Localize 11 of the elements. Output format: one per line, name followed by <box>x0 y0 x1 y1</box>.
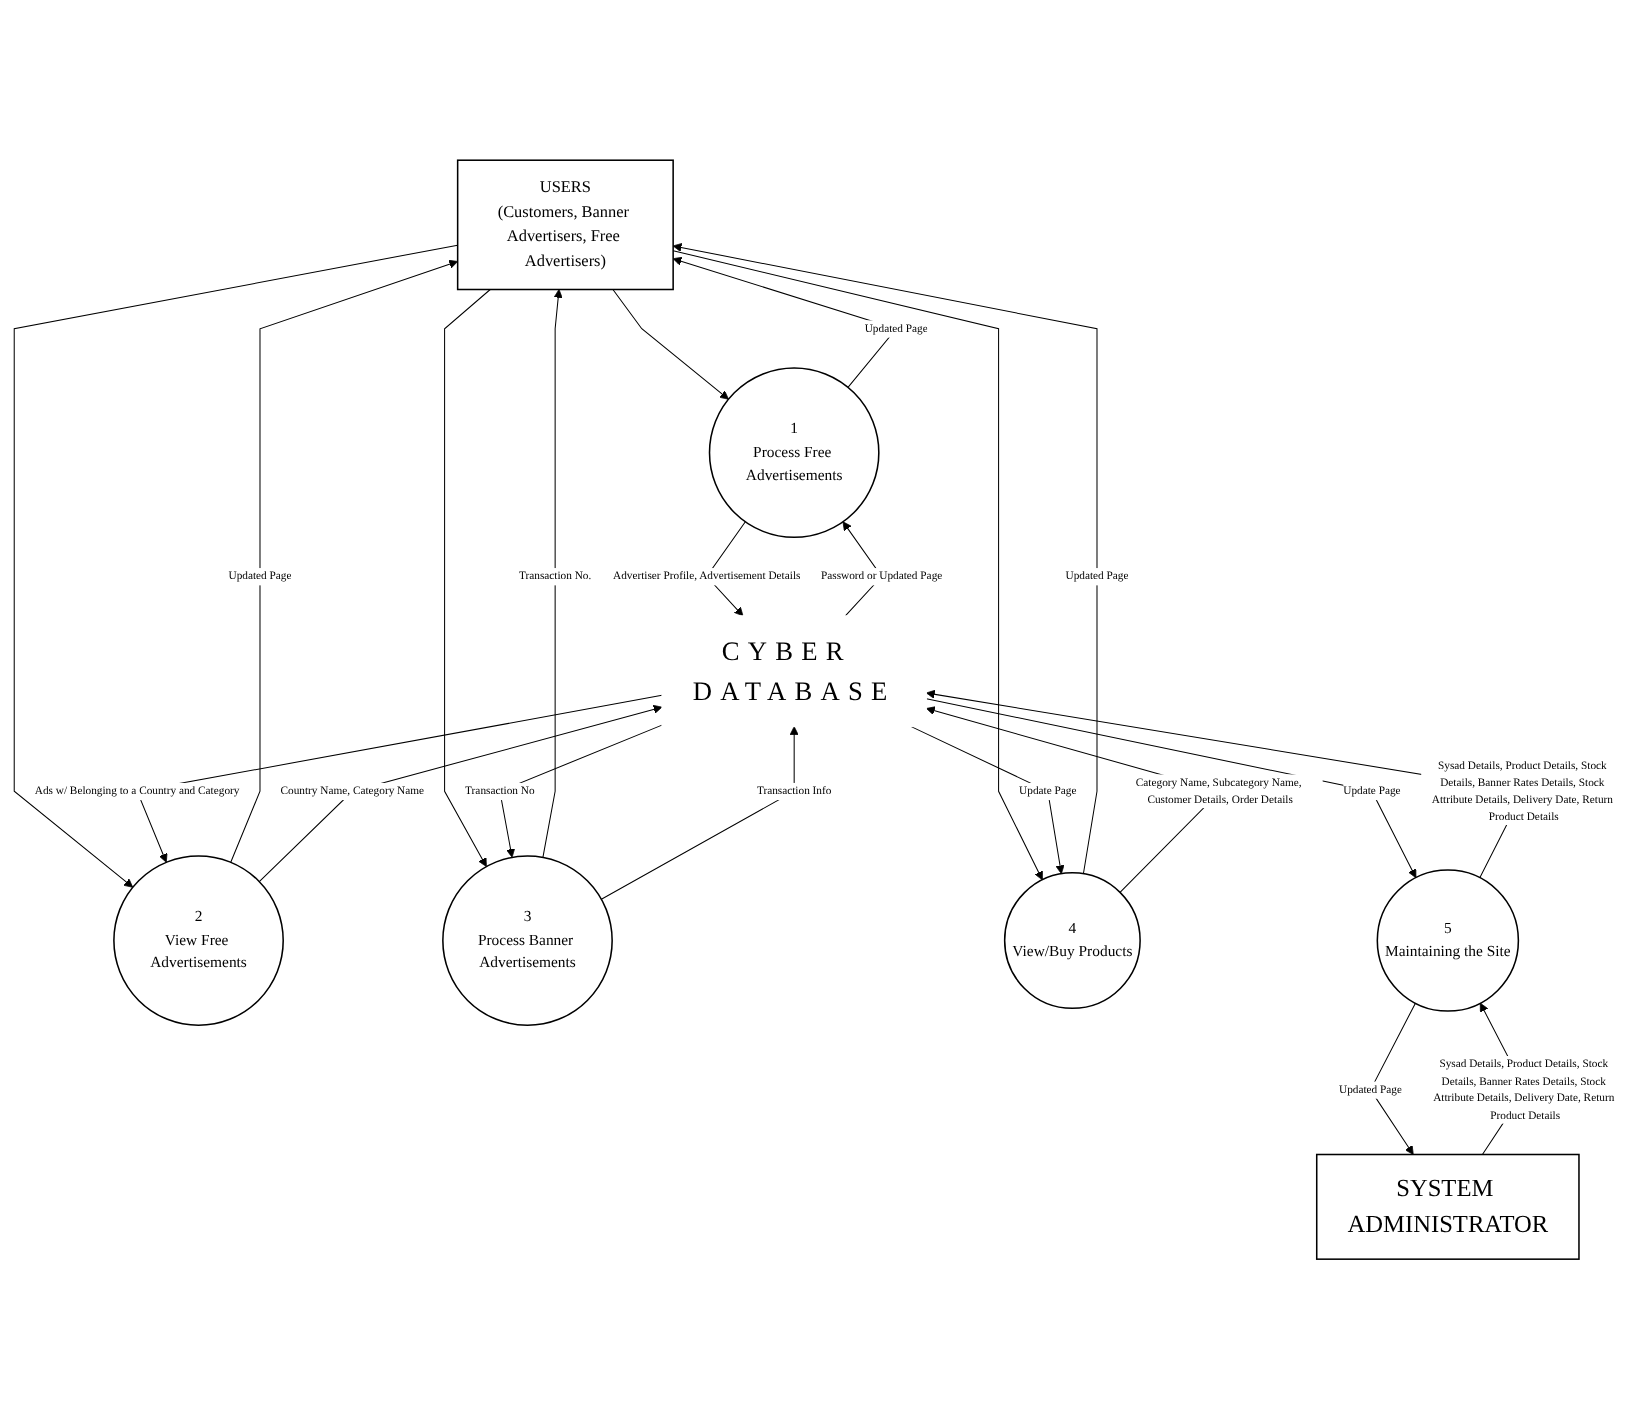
arrow <box>1369 1002 1416 1155</box>
arrow <box>612 288 729 399</box>
arrow <box>925 697 1417 878</box>
node-box: USERS (Customers, Banner Advertisers, Free Advertisers) <box>456 158 674 290</box>
arrow <box>542 288 563 858</box>
arrow <box>230 259 459 863</box>
node-box: SYSTEM ADMINISTRATOR <box>1315 1153 1580 1260</box>
arrow <box>600 725 799 900</box>
arrow <box>13 243 459 887</box>
node-text: CYBER DATABASE <box>692 635 896 706</box>
arrow <box>444 288 491 867</box>
